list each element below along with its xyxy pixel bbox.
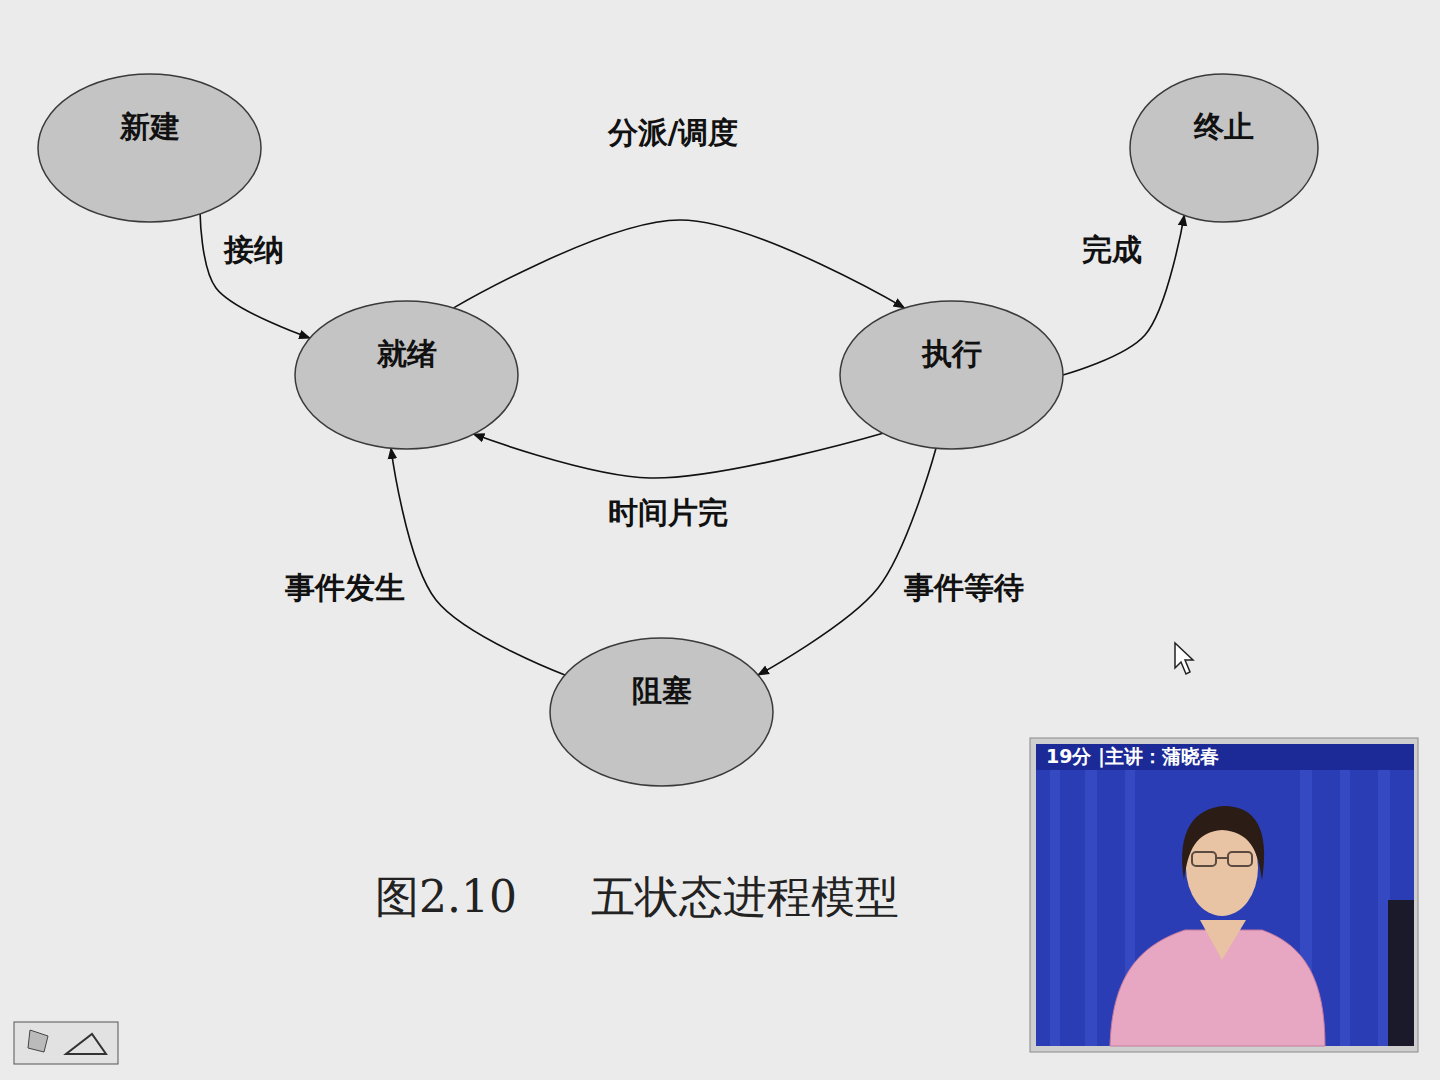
state-name: 就绪 (294, 300, 519, 375)
transition-arrow (391, 448, 565, 675)
toolbar-button (14, 1022, 118, 1064)
transition-arrow (758, 448, 936, 675)
video-background (1036, 770, 1414, 1046)
ellipse-outline (1129, 73, 1319, 223)
video-frame (1030, 738, 1418, 1052)
ellipse-shape (1130, 74, 1318, 222)
person-neck (1200, 920, 1246, 960)
transition-label: 完成 (1079, 232, 1145, 268)
transition-label: 分派/调度 (605, 115, 742, 151)
mouse-cursor (1175, 643, 1193, 674)
video-title-bar (1036, 744, 1414, 770)
state-name: 阻塞 (549, 637, 774, 712)
ellipse-outline (294, 300, 519, 450)
state-name: 终止 (1129, 73, 1319, 148)
state-ellipse: 终止 (1129, 73, 1319, 223)
transition-arrow (1063, 215, 1184, 375)
person-glasses (1192, 852, 1252, 866)
person-hair (1182, 806, 1264, 880)
ellipse-shape (295, 301, 518, 449)
transition-label: 时间片完 (605, 495, 731, 531)
ellipse-shape (38, 74, 261, 222)
video-caption: 19分 |主讲：蒲晓春 (1046, 745, 1219, 768)
ellipse-shape (550, 638, 773, 786)
toolbar-icon (28, 1030, 48, 1052)
transition-label: 接纳 (221, 232, 287, 268)
transition-arrow (200, 214, 310, 338)
ellipse-outline (37, 73, 262, 223)
curtain-stripes (1050, 770, 1390, 1046)
transition-label: 事件等待 (901, 570, 1027, 606)
state-name: 新建 (37, 73, 262, 148)
transition-label: 事件发生 (282, 570, 408, 606)
transition-arrow (454, 220, 905, 308)
state-ellipse: 新建 (37, 73, 262, 223)
transition-arrow (474, 433, 883, 478)
ellipse-shape (840, 301, 1063, 449)
video-side-object (1388, 900, 1414, 1046)
ellipse-outline (549, 637, 774, 787)
state-ellipse: 阻塞 (549, 637, 774, 787)
state-ellipse: 执行 (839, 300, 1064, 450)
figure-caption: 图2.10 五状态进程模型 (375, 868, 899, 927)
toolbar-triangle (66, 1034, 106, 1054)
state-ellipse: 就绪 (294, 300, 519, 450)
ellipse-outline (839, 300, 1064, 450)
state-name: 执行 (839, 300, 1064, 375)
